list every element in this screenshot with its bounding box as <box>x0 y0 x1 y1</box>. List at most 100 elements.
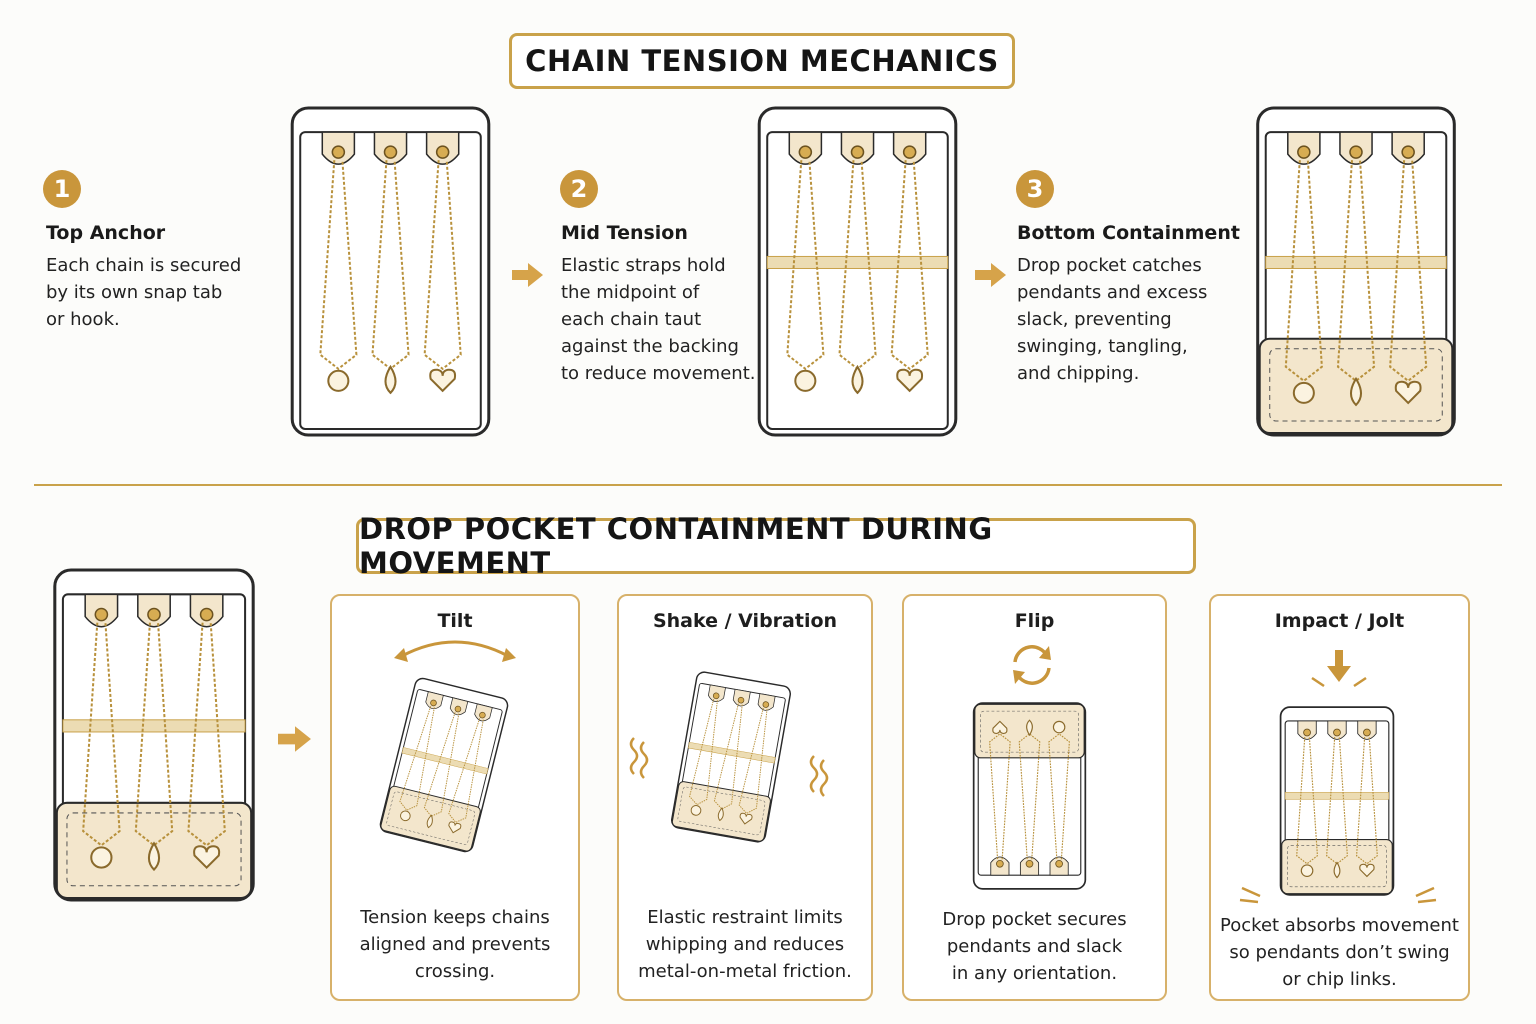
step-3-title: Bottom Containment <box>1017 222 1240 244</box>
chain <box>187 622 226 847</box>
organizer-impact <box>1279 706 1395 896</box>
round-pendant-icon <box>1052 720 1066 734</box>
drop-pendant-icon <box>1349 376 1363 407</box>
snap-button <box>479 711 486 719</box>
snap-button <box>454 705 462 713</box>
snap-button <box>1055 859 1063 868</box>
step-2-description: Elastic straps hold the midpoint of each… <box>561 252 755 387</box>
chain <box>1336 160 1376 383</box>
snap-button <box>1025 859 1034 868</box>
drop-pendant-icon <box>426 814 433 829</box>
caption-line: pendants and slack <box>946 936 1123 957</box>
impact-burst-icon <box>1239 886 1437 904</box>
snap-button <box>331 145 346 159</box>
pocket-stitching <box>1287 845 1387 888</box>
snap-button <box>383 145 398 159</box>
snap-button <box>762 701 770 708</box>
chain <box>989 733 1011 860</box>
snap-button <box>1333 728 1341 737</box>
organizer-shaking <box>671 671 791 843</box>
step-2-badge: 2 <box>560 170 598 208</box>
chain <box>319 160 358 371</box>
snap-button <box>1363 728 1371 737</box>
drop-pendant-icon <box>384 364 397 395</box>
chain <box>1296 737 1319 865</box>
step-3-line: and chipping. <box>1017 363 1140 384</box>
caption-line: Pocket absorbs movement <box>1220 915 1459 936</box>
section-title-drop-pocket: DROP POCKET CONTAINMENT DURING MOVEMENT <box>356 512 1196 580</box>
heart-pendant-icon <box>992 720 1008 734</box>
card-caption: Elastic restraint limits whipping and re… <box>625 904 865 985</box>
organizer-with-strap <box>757 106 958 437</box>
snap-button <box>737 696 745 704</box>
heart-pendant-icon <box>448 821 462 834</box>
round-pendant-icon <box>1300 864 1314 878</box>
step-1-title: Top Anchor <box>46 222 166 244</box>
heart-pendant-icon <box>739 812 753 825</box>
caption-line: in any orientation. <box>951 963 1118 984</box>
elastic-strap <box>1265 255 1447 269</box>
chain <box>786 160 825 371</box>
drop-pendant-icon <box>717 807 724 822</box>
step-3-line: swinging, tangling, <box>1017 336 1188 357</box>
snap-button <box>435 145 450 159</box>
chain <box>713 703 743 810</box>
elastic-strap <box>1284 792 1390 800</box>
elastic-strap <box>401 747 489 775</box>
snap-button <box>850 145 865 159</box>
card-title: Flip <box>1014 610 1055 632</box>
pocket-stitching <box>1269 348 1443 422</box>
caption-line: crossing. <box>414 961 496 982</box>
step-1-description: Each chain is secured by its own snap ta… <box>46 252 241 333</box>
heart-pendant-icon <box>193 845 221 870</box>
card-caption: Tension keeps chains aligned and prevent… <box>338 904 572 985</box>
round-pendant-icon <box>327 369 350 392</box>
flip-cycle-icon <box>1013 645 1051 685</box>
organizer-complete <box>53 568 255 902</box>
step-3-badge: 3 <box>1016 170 1054 208</box>
elastic-strap <box>62 719 246 733</box>
elastic-strap <box>688 741 776 764</box>
step-2-line: against the backing <box>561 336 739 357</box>
drop-pendant-icon <box>1026 719 1033 737</box>
snap-button <box>199 607 214 622</box>
snap-button <box>798 145 813 159</box>
section-title-chain-tension: CHAIN TENSION MECHANICS <box>509 33 1015 89</box>
chain <box>1326 737 1348 865</box>
pocket-stitching <box>677 786 766 836</box>
vibration-wave-icon <box>629 737 649 779</box>
organizer-anchor-only <box>290 106 491 437</box>
chain <box>890 160 929 371</box>
scenario-card-flip: Flip Drop pocket secures pendants and sl… <box>902 594 1167 1001</box>
snap-button <box>1297 145 1311 159</box>
round-pendant-icon <box>1292 381 1315 404</box>
step-3-description: Drop pocket catches pendants and excess … <box>1017 252 1207 387</box>
chain <box>134 622 174 847</box>
snap-button <box>712 692 720 700</box>
vibration-wave-icon <box>809 755 829 797</box>
caption-line: whipping and reduces <box>645 934 845 955</box>
round-pendant-icon <box>90 846 113 869</box>
card-caption: Drop pocket secures pendants and slack i… <box>910 906 1159 987</box>
impact-down-arrow-icon <box>1311 650 1367 688</box>
caption-line: metal-on-metal friction. <box>638 961 852 982</box>
chain <box>738 707 768 815</box>
card-caption: Pocket absorbs movement so pendants don’… <box>1217 912 1462 993</box>
snap-button <box>147 607 161 622</box>
caption-line: Tension keeps chains <box>360 907 550 928</box>
chain <box>1018 733 1041 860</box>
pocket-stitching <box>980 710 1079 753</box>
step-1-line: or hook. <box>46 309 120 330</box>
caption-line: Drop pocket secures <box>942 909 1127 930</box>
step-3-line: Drop pocket catches <box>1017 255 1202 276</box>
step-2-line: to reduce movement. <box>561 363 756 384</box>
snap-button <box>902 145 917 159</box>
card-title: Impact / Jolt <box>1274 610 1405 632</box>
heart-pendant-icon <box>429 368 457 393</box>
organizer-flipped <box>972 702 1087 890</box>
step-2-title: Mid Tension <box>561 222 688 244</box>
caption-line: or chip links. <box>1282 969 1397 990</box>
step-2-line: each chain taut <box>561 309 702 330</box>
chain <box>1048 733 1070 860</box>
chain <box>689 699 718 806</box>
